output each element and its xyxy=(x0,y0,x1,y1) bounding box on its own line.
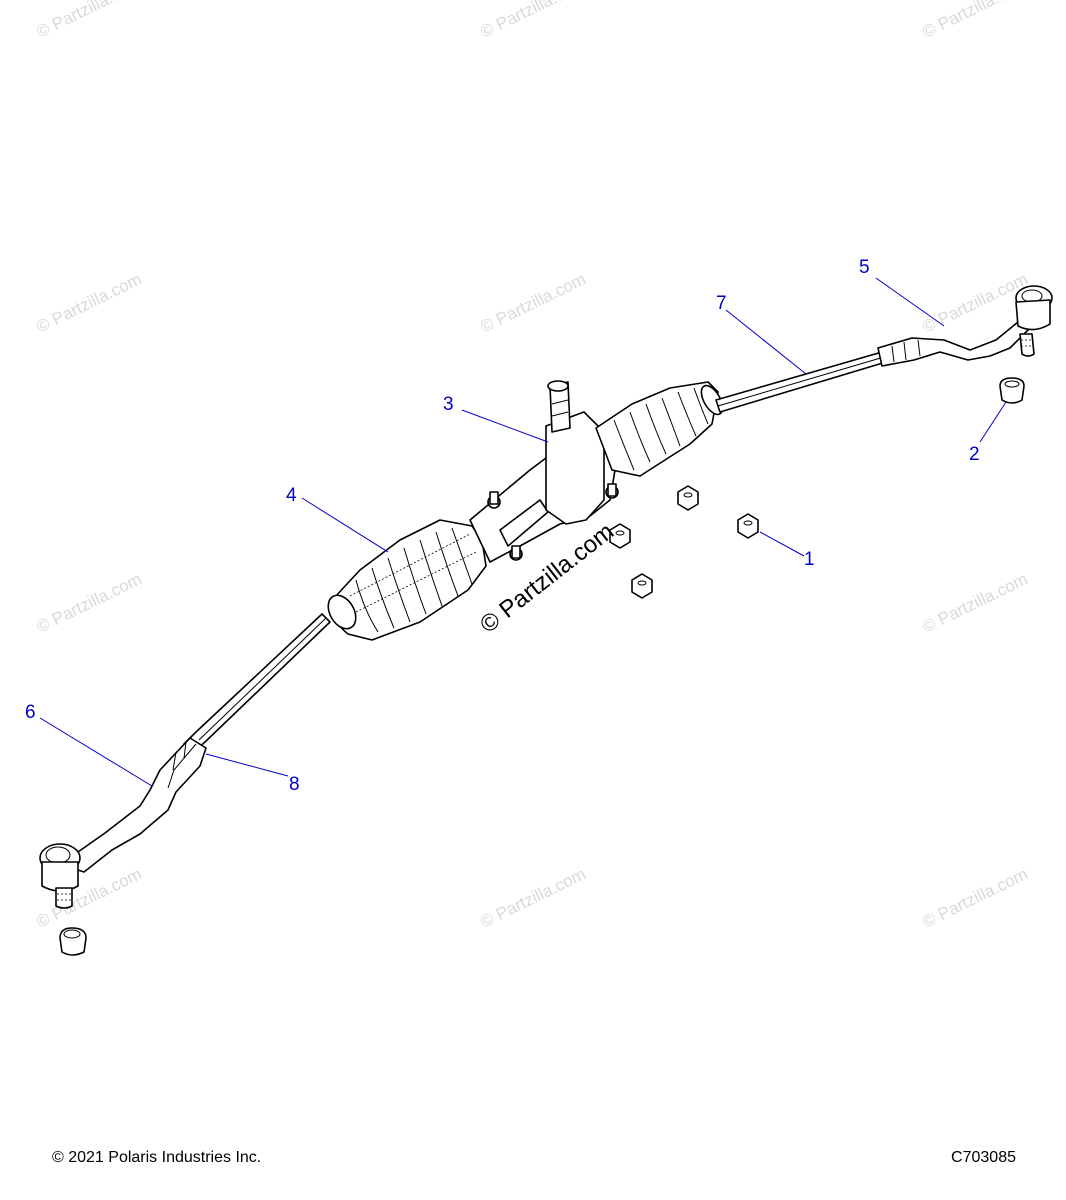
watermark: © Partzilla.com xyxy=(477,0,588,42)
callout-5[interactable]: 5 xyxy=(859,257,870,278)
callout-2[interactable]: 2 xyxy=(969,444,980,465)
watermarks: © Partzilla.com © Partzilla.com © Partzi… xyxy=(33,0,1030,932)
watermark: © Partzilla.com xyxy=(919,864,1030,931)
callout-7[interactable]: 7 xyxy=(716,293,727,314)
tie-rod-right[interactable] xyxy=(715,351,887,413)
watermark: © Partzilla.com xyxy=(33,0,144,42)
diagram-code: C703085 xyxy=(951,1149,1016,1166)
callouts: 1 2 3 4 5 6 7 8 xyxy=(25,257,980,795)
watermark: © Partzilla.com xyxy=(919,0,1030,42)
tie-rod-left[interactable] xyxy=(183,613,331,749)
hex-nut[interactable] xyxy=(737,513,759,539)
callout-6[interactable]: 6 xyxy=(25,702,36,723)
leader-lines xyxy=(39,277,1007,787)
hex-nut[interactable] xyxy=(631,573,653,599)
bushing-nut-left[interactable] xyxy=(59,927,87,956)
watermark: © Partzilla.com xyxy=(477,269,588,336)
callout-4[interactable]: 4 xyxy=(286,485,297,506)
hex-nut[interactable] xyxy=(609,523,631,549)
copyright-text: © 2021 Polaris Industries Inc. xyxy=(52,1149,262,1166)
watermark: © Partzilla.com xyxy=(33,569,144,636)
bushing-nut-right[interactable] xyxy=(999,377,1025,404)
hex-nuts[interactable] xyxy=(609,485,759,599)
hex-nut[interactable] xyxy=(677,485,699,511)
watermark: © Partzilla.com xyxy=(33,269,144,336)
callout-1[interactable]: 1 xyxy=(804,549,815,570)
callout-8[interactable]: 8 xyxy=(289,774,300,795)
tie-rod-end-left[interactable] xyxy=(39,737,207,909)
tie-rod-end-right[interactable] xyxy=(877,285,1053,367)
watermark: © Partzilla.com xyxy=(477,864,588,931)
boot-right[interactable] xyxy=(595,381,727,477)
callout-3[interactable]: 3 xyxy=(443,394,454,415)
watermark: © Partzilla.com xyxy=(919,569,1030,636)
boot-left[interactable] xyxy=(323,519,487,641)
pinion-housing[interactable] xyxy=(545,380,619,525)
